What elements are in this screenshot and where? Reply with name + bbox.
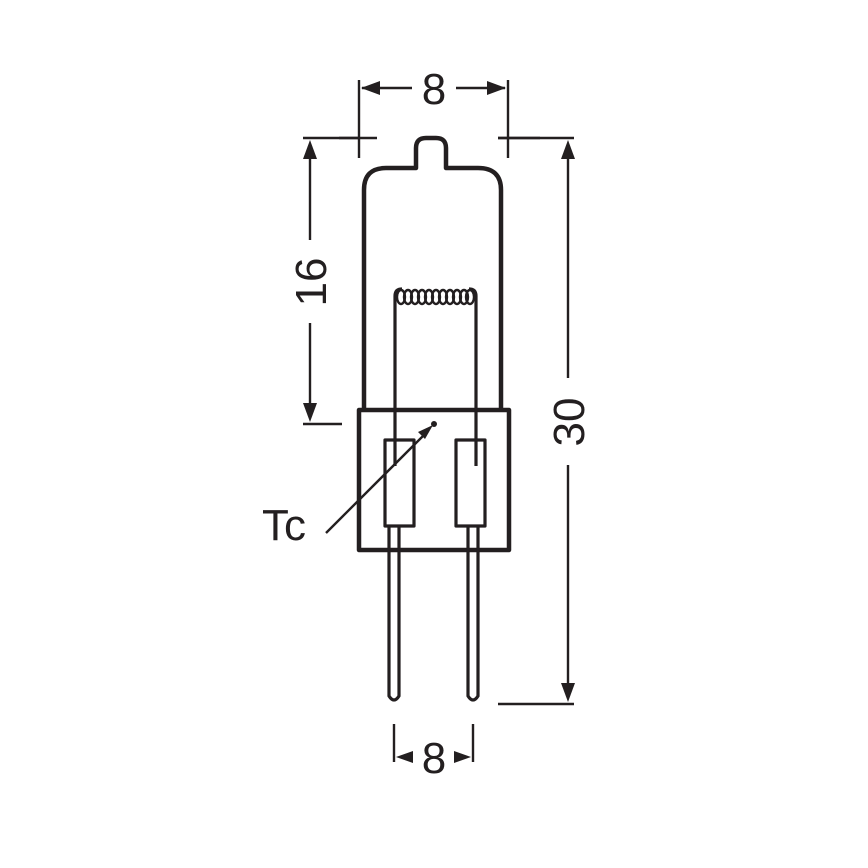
arrow-right-icon — [454, 751, 471, 763]
foil-right — [454, 438, 487, 528]
dimension-pin-spacing: 8 — [392, 724, 475, 783]
dimension-label-top-width: 8 — [422, 65, 446, 114]
arrow-up-icon — [303, 140, 317, 159]
arrow-leader-icon — [418, 425, 433, 439]
dimension-top-width: 8 — [339, 65, 540, 158]
dimension-bulb-height: 16 — [287, 136, 360, 426]
dimension-label-overall-length: 30 — [545, 398, 594, 447]
pinch-base — [356, 407, 512, 553]
arrow-up-icon — [561, 140, 575, 159]
dimension-label-bulb-height: 16 — [287, 258, 336, 307]
arrow-left-icon — [361, 81, 380, 95]
pin-left — [387, 526, 401, 702]
tc-label: Tc — [262, 501, 306, 550]
tc-annotation: Tc — [262, 421, 437, 550]
dimension-overall-length: 30 — [498, 136, 594, 706]
arrow-down-icon — [303, 403, 317, 422]
pin-right — [466, 526, 480, 702]
arrow-left-icon — [396, 751, 413, 763]
filament-coil-icon — [395, 288, 476, 306]
arrow-right-icon — [487, 81, 506, 95]
arrow-down-icon — [561, 683, 575, 702]
foil-left — [383, 438, 416, 528]
dimension-label-pin-spacing: 8 — [422, 734, 446, 783]
glass-bulb-outline — [361, 135, 504, 410]
